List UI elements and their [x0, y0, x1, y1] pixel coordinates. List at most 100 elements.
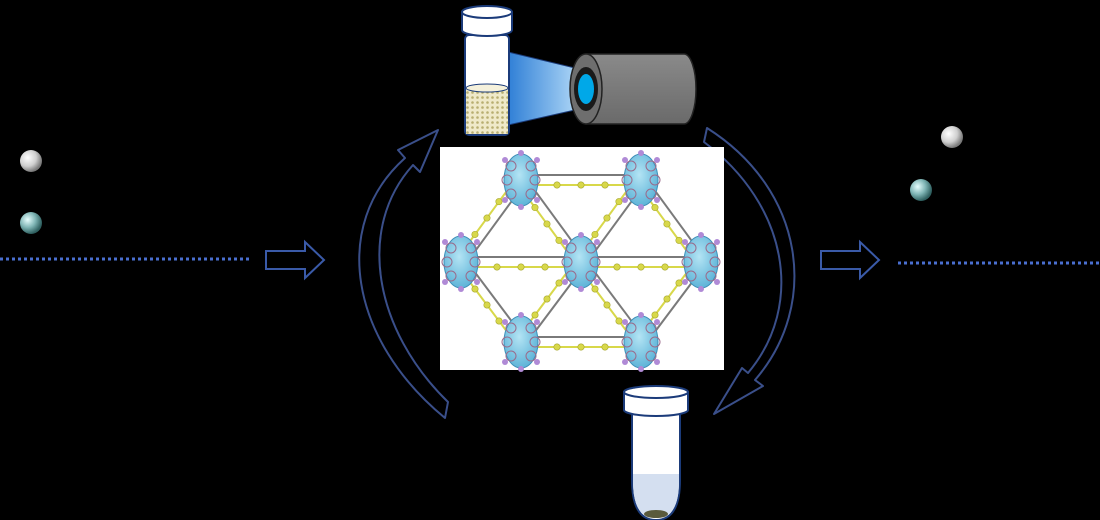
framework-metal-node [594, 239, 600, 245]
framework-ring [465, 242, 477, 254]
framework-metal-node [654, 359, 660, 365]
framework-ring [445, 242, 457, 254]
framework-ring [585, 242, 597, 254]
framework-metal-node [518, 150, 524, 156]
framework-metal-node [714, 239, 720, 245]
framework-metal-node [622, 197, 628, 203]
framework-ring [505, 160, 517, 172]
framework-ring [649, 174, 661, 186]
framework-metal-node [682, 239, 688, 245]
framework-ring [685, 270, 697, 282]
framework-metal-node [654, 157, 660, 163]
framework-metal-node [622, 157, 628, 163]
framework-metal-node [698, 286, 704, 292]
framework-linker-node [493, 263, 501, 271]
framework-metal-node [562, 279, 568, 285]
framework-linker-node [663, 220, 671, 228]
framework-linker-node [591, 285, 599, 293]
framework-ring [501, 174, 513, 186]
framework-ring [561, 256, 573, 268]
framework-linker-node [577, 181, 585, 189]
framework-ring [625, 188, 637, 200]
framework-ring [465, 270, 477, 282]
framework-ring [585, 270, 597, 282]
framework-ring [589, 256, 601, 268]
centrifuge-tube-icon [623, 385, 689, 520]
teal-ball-left [20, 212, 42, 234]
framework-metal-node [638, 204, 644, 210]
framework-linker-node [615, 198, 623, 206]
framework-ring [445, 270, 457, 282]
framework-ring [529, 174, 541, 186]
framework-linker-node [613, 263, 621, 271]
framework-linker-node [663, 295, 671, 303]
framework-ring [505, 350, 517, 362]
framework-metal-node [502, 157, 508, 163]
framework-linker-node [517, 263, 525, 271]
vial-icon [461, 5, 513, 136]
framework-ring [645, 188, 657, 200]
framework-linker-node [541, 263, 549, 271]
framework-linker-node [495, 198, 503, 206]
framework-metal-node [622, 359, 628, 365]
framework-ring [525, 350, 537, 362]
framework-ring [441, 256, 453, 268]
framework-linker-node [615, 317, 623, 325]
framework-linker-node [577, 343, 585, 351]
framework-metal-node [534, 359, 540, 365]
framework-linker-node [483, 214, 491, 222]
framework-metal-node [518, 204, 524, 210]
framework-linker-node [661, 263, 669, 271]
framework-metal-node [594, 279, 600, 285]
framework-ring [505, 322, 517, 334]
framework-linker-node [553, 181, 561, 189]
framework-linker-node [675, 236, 683, 244]
framework-ring [525, 322, 537, 334]
framework-linker-node [601, 343, 609, 351]
camera-icon [569, 53, 697, 125]
framework-linker-node [553, 343, 561, 351]
framework-ring [649, 336, 661, 348]
framework-linker-node [483, 301, 491, 309]
framework-metal-node [474, 239, 480, 245]
framework-linker-node [543, 220, 551, 228]
framework-ring [685, 242, 697, 254]
framework-linker-node [675, 279, 683, 287]
framework-metal-node [654, 319, 660, 325]
framework-metal-node [458, 232, 464, 238]
framework-ring [645, 160, 657, 172]
framework-linker-node [651, 204, 659, 212]
framework-ring [529, 336, 541, 348]
framework-metal-node [518, 312, 524, 318]
framework-metal-node [714, 279, 720, 285]
framework-linker-node [495, 317, 503, 325]
framework-ring [621, 174, 633, 186]
framework-metal-node [458, 286, 464, 292]
white-ball-left [20, 150, 42, 172]
framework-metal-node [502, 319, 508, 325]
framework-metal-node [518, 366, 524, 372]
framework-ring [645, 350, 657, 362]
right-arrow-icon-2 [820, 239, 881, 281]
framework-ring [709, 256, 721, 268]
framework-metal-node [502, 197, 508, 203]
framework-ring [469, 256, 481, 268]
framework-ring [501, 336, 513, 348]
framework-ring [621, 336, 633, 348]
framework-linker-node [471, 285, 479, 293]
framework-metal-node [442, 239, 448, 245]
framework-linker-node [555, 279, 563, 287]
framework-ring [565, 270, 577, 282]
framework-metal-node [534, 197, 540, 203]
framework-linker-node [651, 311, 659, 319]
framework-metal-node [654, 197, 660, 203]
framework-ring [705, 270, 717, 282]
camera-beam [507, 51, 576, 126]
framework-linker-node [471, 230, 479, 238]
teal-ball-right [910, 179, 932, 201]
framework-metal-node [474, 279, 480, 285]
framework-metal-node [442, 279, 448, 285]
framework-ring [625, 160, 637, 172]
framework-ring [505, 188, 517, 200]
framework-structure [440, 147, 724, 372]
